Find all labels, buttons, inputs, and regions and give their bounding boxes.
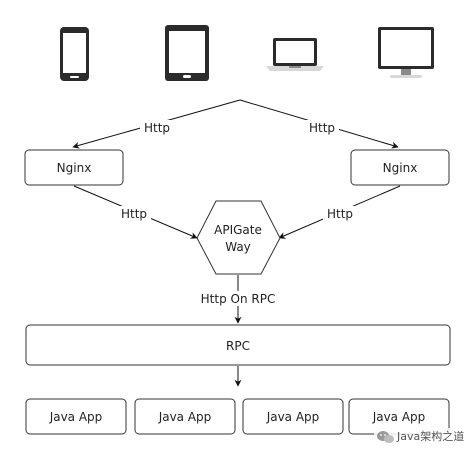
- edge-label-http-right: Http: [305, 120, 339, 135]
- nginx-left-label: Nginx: [57, 161, 92, 175]
- nginx-left-node: Nginx: [24, 149, 124, 186]
- desktop-monitor-icon: [378, 27, 434, 78]
- nginx-right-label: Nginx: [383, 161, 418, 175]
- api-gateway-node: APIGate Way: [196, 200, 281, 275]
- watermark-text: Java架构之道: [396, 429, 464, 443]
- java-app-label: Java App: [372, 410, 426, 424]
- rpc-label: RPC: [226, 339, 250, 353]
- laptop-icon: [266, 38, 324, 71]
- mobile-phone-icon: [60, 27, 89, 81]
- edge-label-text: Http On RPC: [201, 292, 276, 306]
- java-app-node-2: Java App: [134, 398, 236, 435]
- edge-label-http-left-lower: Http: [117, 206, 151, 221]
- edge-label-text: Http: [121, 207, 147, 221]
- edge-label-text: Http: [144, 121, 170, 135]
- watermark: Java架构之道: [374, 428, 464, 444]
- edge-label-text: Http: [309, 121, 335, 135]
- rpc-node: RPC: [25, 324, 451, 366]
- wechat-icon: [377, 431, 394, 443]
- edge-label-text: Http: [327, 207, 353, 221]
- java-app-node-3: Java App: [242, 398, 344, 435]
- java-app-node-1: Java App: [25, 398, 127, 435]
- java-app-label: Java App: [266, 410, 320, 424]
- gateway-label-line1: APIGate: [214, 223, 262, 237]
- java-app-node-4: Java App: [348, 398, 450, 435]
- java-app-label: Java App: [158, 410, 212, 424]
- edge-clients-to-nginx: [72, 99, 399, 149]
- nginx-right-node: Nginx: [350, 149, 450, 186]
- java-app-label: Java App: [49, 410, 103, 424]
- edge-label-http-left: Http: [140, 120, 174, 135]
- edge-label-http-on-rpc: Http On RPC: [197, 291, 279, 306]
- edge-label-http-right-lower: Http: [323, 206, 357, 221]
- tablet-icon: [165, 25, 209, 81]
- gateway-label-line2: Way: [225, 240, 251, 254]
